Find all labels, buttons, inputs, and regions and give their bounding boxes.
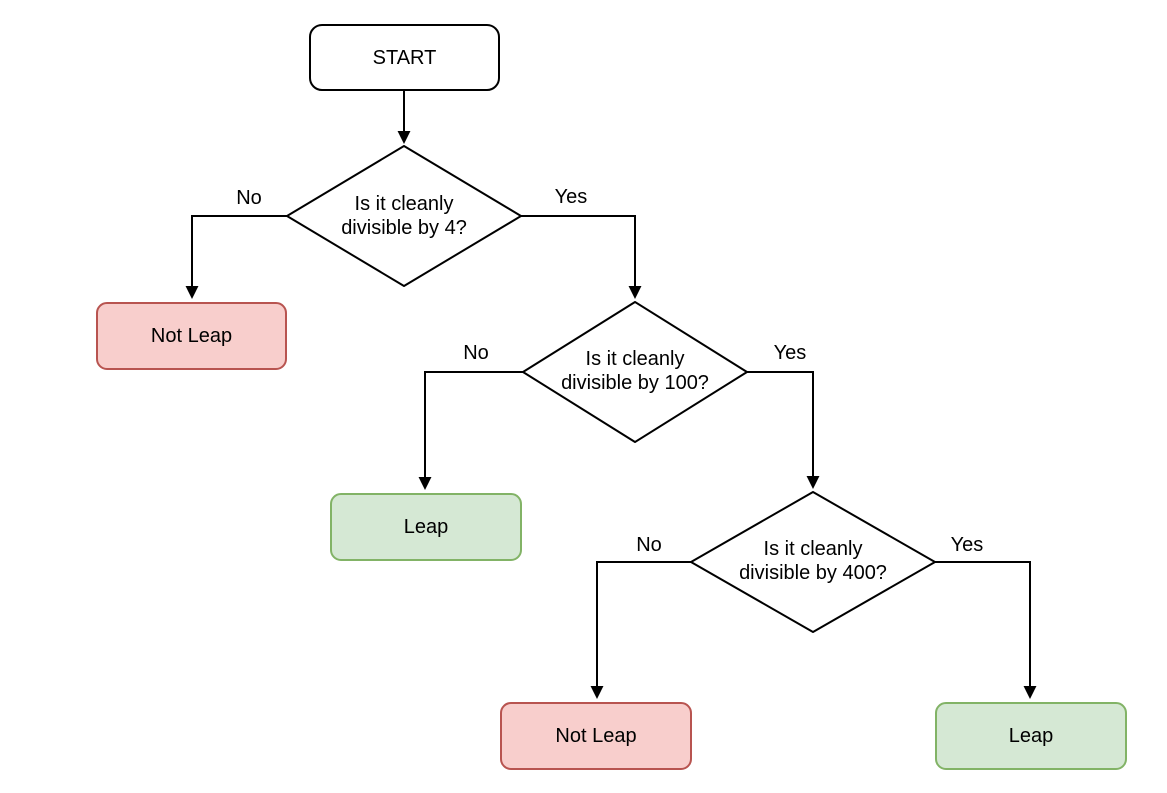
decision-diamond-divisible-by-4 xyxy=(286,145,522,287)
edge-label-div100-no: No xyxy=(463,342,489,364)
edge-div400-yes xyxy=(935,561,1037,699)
decision-diamond-divisible-by-400 xyxy=(690,491,936,633)
not-leap-node-first-label: Not Leap xyxy=(150,325,233,347)
edge-div400-no xyxy=(590,561,691,699)
not-leap-node-second: Not Leap xyxy=(500,702,692,770)
edge-div4-yes xyxy=(521,215,642,299)
decision-div4-label: Is it cleanly divisible by 4? xyxy=(341,193,467,239)
leap-node-first: Leap xyxy=(330,493,522,561)
edge-label-div4-no: No xyxy=(236,187,262,209)
edge-label-div400-no: No xyxy=(636,534,662,556)
leap-node-first-label: Leap xyxy=(403,516,449,538)
edge-label-div4-yes: Yes xyxy=(554,186,588,208)
start-node-label: START xyxy=(372,46,437,69)
decision-div100-label: Is it cleanly divisible by 100? xyxy=(561,348,709,394)
start-node: START xyxy=(309,24,500,91)
not-leap-node-first: Not Leap xyxy=(96,302,287,370)
edge-label-div400-yes: Yes xyxy=(950,534,984,556)
edge-label-div100-yes: Yes xyxy=(773,342,807,364)
leap-node-second-label: Leap xyxy=(1008,725,1054,747)
edge-div100-no xyxy=(418,371,523,490)
decision-div400-label: Is it cleanly divisible by 400? xyxy=(739,538,887,584)
not-leap-node-second-label: Not Leap xyxy=(555,725,637,747)
edge-div4-no xyxy=(185,215,287,299)
decision-diamond-divisible-by-100 xyxy=(522,301,748,443)
edge-div100-yes xyxy=(747,371,820,489)
leap-node-second: Leap xyxy=(935,702,1127,770)
